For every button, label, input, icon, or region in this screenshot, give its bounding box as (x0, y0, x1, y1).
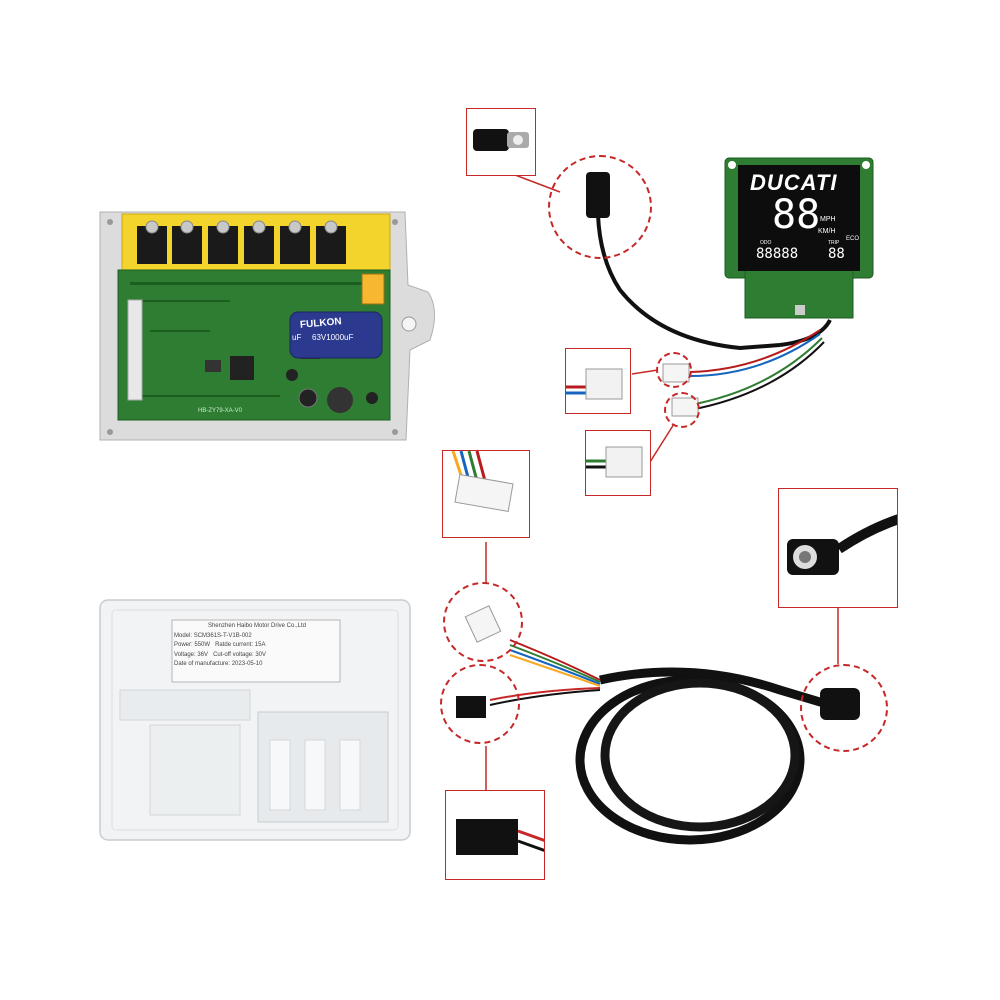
display-eco: ECO (846, 236, 860, 242)
callout-box-small-connector-1 (565, 348, 631, 414)
callout-circle-display-connector (548, 155, 652, 259)
callout-circle-harness-white (443, 582, 523, 662)
display-speed: 88 (772, 192, 821, 238)
cover-date-value: 2023-05-10 (231, 661, 263, 667)
display-odo-label: ODO (760, 240, 772, 246)
callout-box-display-connector (466, 108, 536, 176)
capacitor-rating: 63V1000uF (312, 333, 354, 342)
display-unit-kmh: KM/H (818, 228, 836, 235)
cover-current-value: 15A (254, 642, 266, 648)
callout-circle-harness-black (440, 664, 520, 744)
callout-box-round-connector (778, 488, 898, 608)
cover-model-value: SCM361S-T-V1B-002 (193, 632, 252, 639)
cover-current-label: Ratde current (215, 642, 252, 648)
display-odo-digits: 88888 (756, 246, 799, 262)
cover-company: Shenzhen Haibo Motor Drive Co.,Ltd (207, 623, 307, 629)
display-unit-mph: MPH (820, 216, 836, 223)
capacitor-prefix: uF (292, 333, 302, 342)
cover-cutoff-label: Cut-off voltage (213, 651, 252, 658)
callout-box-harness-black (445, 790, 545, 880)
cover-date-label: Date of manufacture (174, 661, 229, 667)
cover-power-label: Power (174, 642, 192, 648)
cover-cutoff-value: 30V (255, 651, 267, 658)
cover-voltage-label: Voltage (174, 651, 195, 658)
board-silkscreen: HB-ZY79-XA-V0 (198, 408, 243, 414)
display-trip-digits: 88 (828, 246, 845, 262)
cover-label: Shenzhen Haibo Motor Drive Co.,Ltd Model… (174, 622, 340, 670)
cover-model-label: Model (174, 632, 191, 639)
callout-circle-round-connector (800, 664, 888, 752)
callout-box-harness-white (442, 450, 530, 538)
cover-power-value: 550W (194, 642, 211, 648)
callout-box-small-connector-2 (585, 430, 651, 496)
cover-voltage-value: 36V (197, 651, 209, 658)
callout-circle-small-connector-2 (664, 392, 700, 428)
display-trip-label: TRIP (828, 240, 840, 246)
display-brand: DUCATI (750, 170, 838, 195)
